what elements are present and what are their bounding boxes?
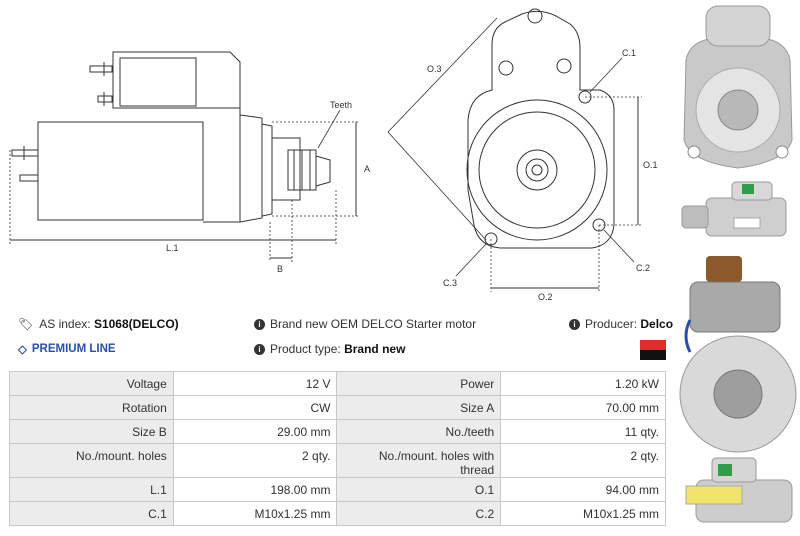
spec-value: 70.00 mm <box>500 395 666 420</box>
producer-value: Delco <box>640 317 674 331</box>
technical-drawing: Teeth A B L.1 O.3 C.1 O.1 C.2 C.3 O.2 <box>9 8 658 300</box>
spec-value: 2 qty. <box>500 443 666 478</box>
spec-key: Voltage <box>9 371 174 396</box>
table-row: Rotation CW Size A 70.00 mm <box>9 395 666 420</box>
label-l1: L.1 <box>166 243 179 253</box>
product-type-label: Product type: <box>270 342 341 356</box>
spec-key: C.2 <box>336 501 502 526</box>
table-row: No./mount. holes 2 qty. No./mount. holes… <box>9 443 666 478</box>
label-c1: C.1 <box>622 48 636 58</box>
producer-label: Producer: <box>585 317 638 331</box>
spec-value: M10x1.25 mm <box>500 501 666 526</box>
tag-icon: 🏷 <box>18 317 34 331</box>
as-index-value: S1068(DELCO) <box>93 317 179 331</box>
product-photo-side <box>676 178 800 250</box>
spec-key: No./teeth <box>336 419 502 444</box>
label-o2: O.2 <box>538 292 553 300</box>
label-c2: C.2 <box>636 263 650 273</box>
product-photo-front <box>676 0 800 178</box>
product-type: i Product type: Brand new <box>254 342 405 356</box>
spec-value: 1.20 kW <box>500 371 666 396</box>
info-icon: i <box>569 318 580 330</box>
label-b: B <box>277 264 283 274</box>
specs-table: Voltage 12 V Power 1.20 kW Rotation CW S… <box>9 371 666 526</box>
as-index-label: AS index: <box>39 317 91 331</box>
info-icon: i <box>254 343 265 355</box>
spec-key: Rotation <box>9 395 174 420</box>
table-row: Size B 29.00 mm No./teeth 11 qty. <box>9 419 666 444</box>
drive-housing <box>203 107 241 223</box>
producer-logo-badge <box>640 340 666 360</box>
spec-value: M10x1.25 mm <box>172 501 338 526</box>
table-row: Voltage 12 V Power 1.20 kW <box>9 371 666 396</box>
label-o1: O.1 <box>643 160 658 170</box>
diamond-icon: ◇ <box>18 344 27 356</box>
spec-key: Size B <box>9 419 174 444</box>
spec-value: 29.00 mm <box>172 419 338 444</box>
spec-key: O.1 <box>336 477 502 502</box>
table-row: C.1 M10x1.25 mm C.2 M10x1.25 mm <box>9 501 666 526</box>
label-teeth: Teeth <box>330 100 352 110</box>
spec-key: Power <box>336 371 502 396</box>
spec-value: 11 qty. <box>500 419 666 444</box>
premium-label: PREMIUM LINE <box>31 343 116 355</box>
solenoid <box>112 51 241 109</box>
spec-key: No./mount. holes with thread <box>336 443 502 478</box>
premium-line: ◇ PREMIUM LINE <box>18 342 116 356</box>
motor-housing <box>37 121 204 221</box>
product-photo-rear <box>676 256 800 456</box>
description-text: Brand new OEM DELCO Starter motor <box>270 317 477 331</box>
description: i Brand new OEM DELCO Starter motor <box>254 317 476 331</box>
spec-value: 94.00 mm <box>500 477 666 502</box>
spec-key: L.1 <box>9 477 174 502</box>
spec-key: Size A <box>336 395 502 420</box>
spec-value: CW <box>172 395 338 420</box>
mounting-flange <box>467 10 615 249</box>
product-type-value: Brand new <box>344 342 406 356</box>
info-icon: i <box>254 318 265 330</box>
table-row: L.1 198.00 mm O.1 94.00 mm <box>9 477 666 502</box>
spec-value: 2 qty. <box>172 443 338 478</box>
producer: i Producer: Delco <box>569 317 673 331</box>
spec-value: 12 V <box>172 371 338 396</box>
label-o3: O.3 <box>427 64 442 74</box>
as-index: 🏷 AS index: S1068(DELCO) <box>18 317 179 331</box>
spec-key: No./mount. holes <box>9 443 174 478</box>
spec-value: 198.00 mm <box>172 477 338 502</box>
spec-key: C.1 <box>9 501 174 526</box>
label-a: A <box>364 164 370 174</box>
product-photo-angle <box>676 456 800 536</box>
label-c3: C.3 <box>443 278 457 288</box>
